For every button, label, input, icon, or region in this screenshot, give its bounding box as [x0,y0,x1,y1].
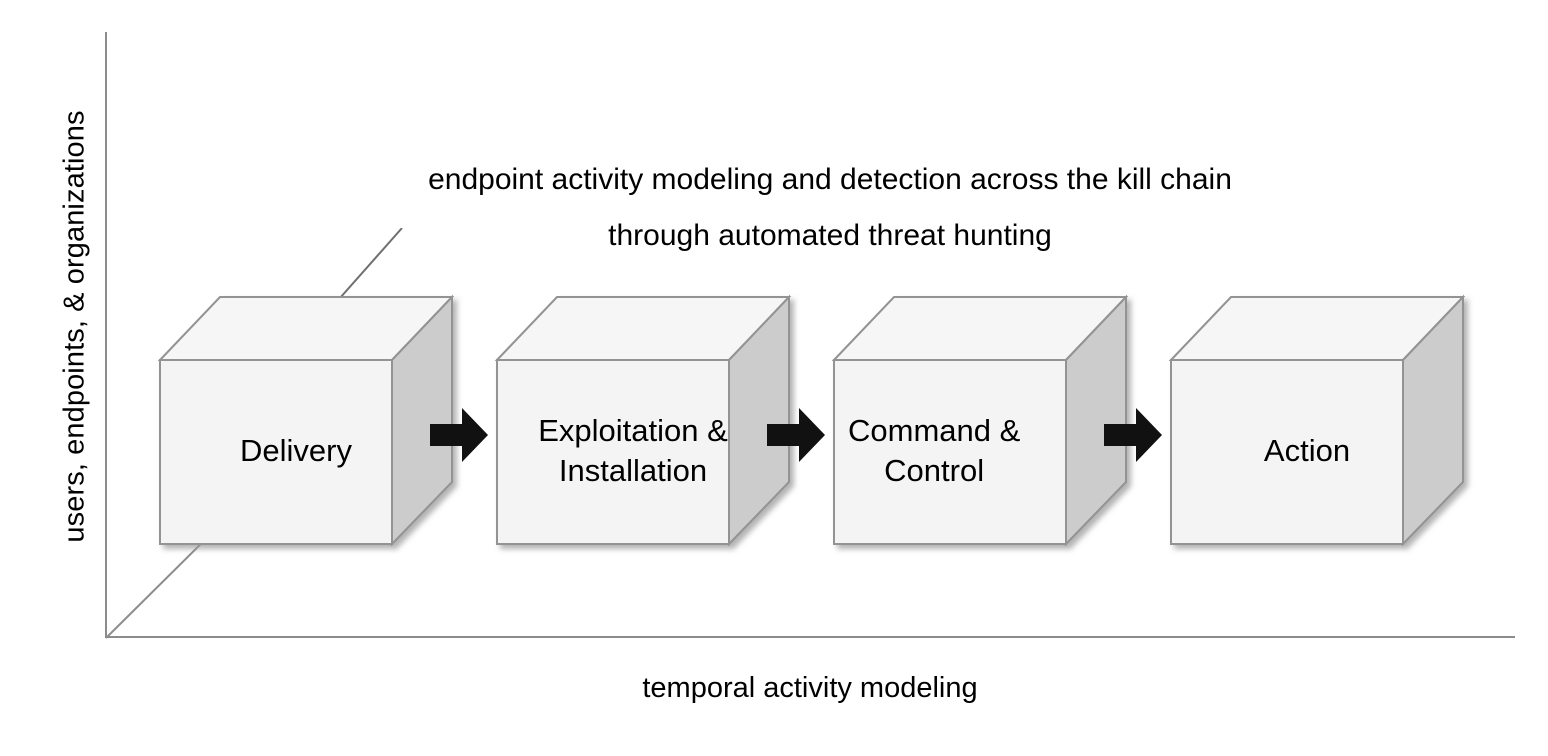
diagram-title-line-2: through automated threat hunting [608,218,1052,252]
x-axis-label: temporal activity modeling [642,672,978,704]
stage-cube-delivery[interactable]: Delivery [152,292,472,550]
cube-front-face [496,359,730,545]
y-axis-line [105,32,107,638]
arrow-right-icon [1102,404,1164,466]
stage-cube-exploitation-installation[interactable]: Exploitation & Installation [489,292,809,550]
title-leader-line [339,227,420,308]
diagram-title: endpoint activity modeling and detection… [250,152,1410,263]
arrow-right-icon [428,404,490,466]
stage-cube-command-control[interactable]: Command & Control [826,292,1146,550]
y-axis-label: users, endpoints, & organizations [58,110,91,543]
stage-cube-action[interactable]: Action [1163,292,1483,550]
cube-front-face [833,359,1067,545]
cube-front-face [1170,359,1404,545]
diagram-title-line-1: endpoint activity modeling and detection… [428,163,1232,196]
arrow-right-icon [765,404,827,466]
x-axis-line [105,636,1515,638]
cube-front-face [159,359,393,545]
